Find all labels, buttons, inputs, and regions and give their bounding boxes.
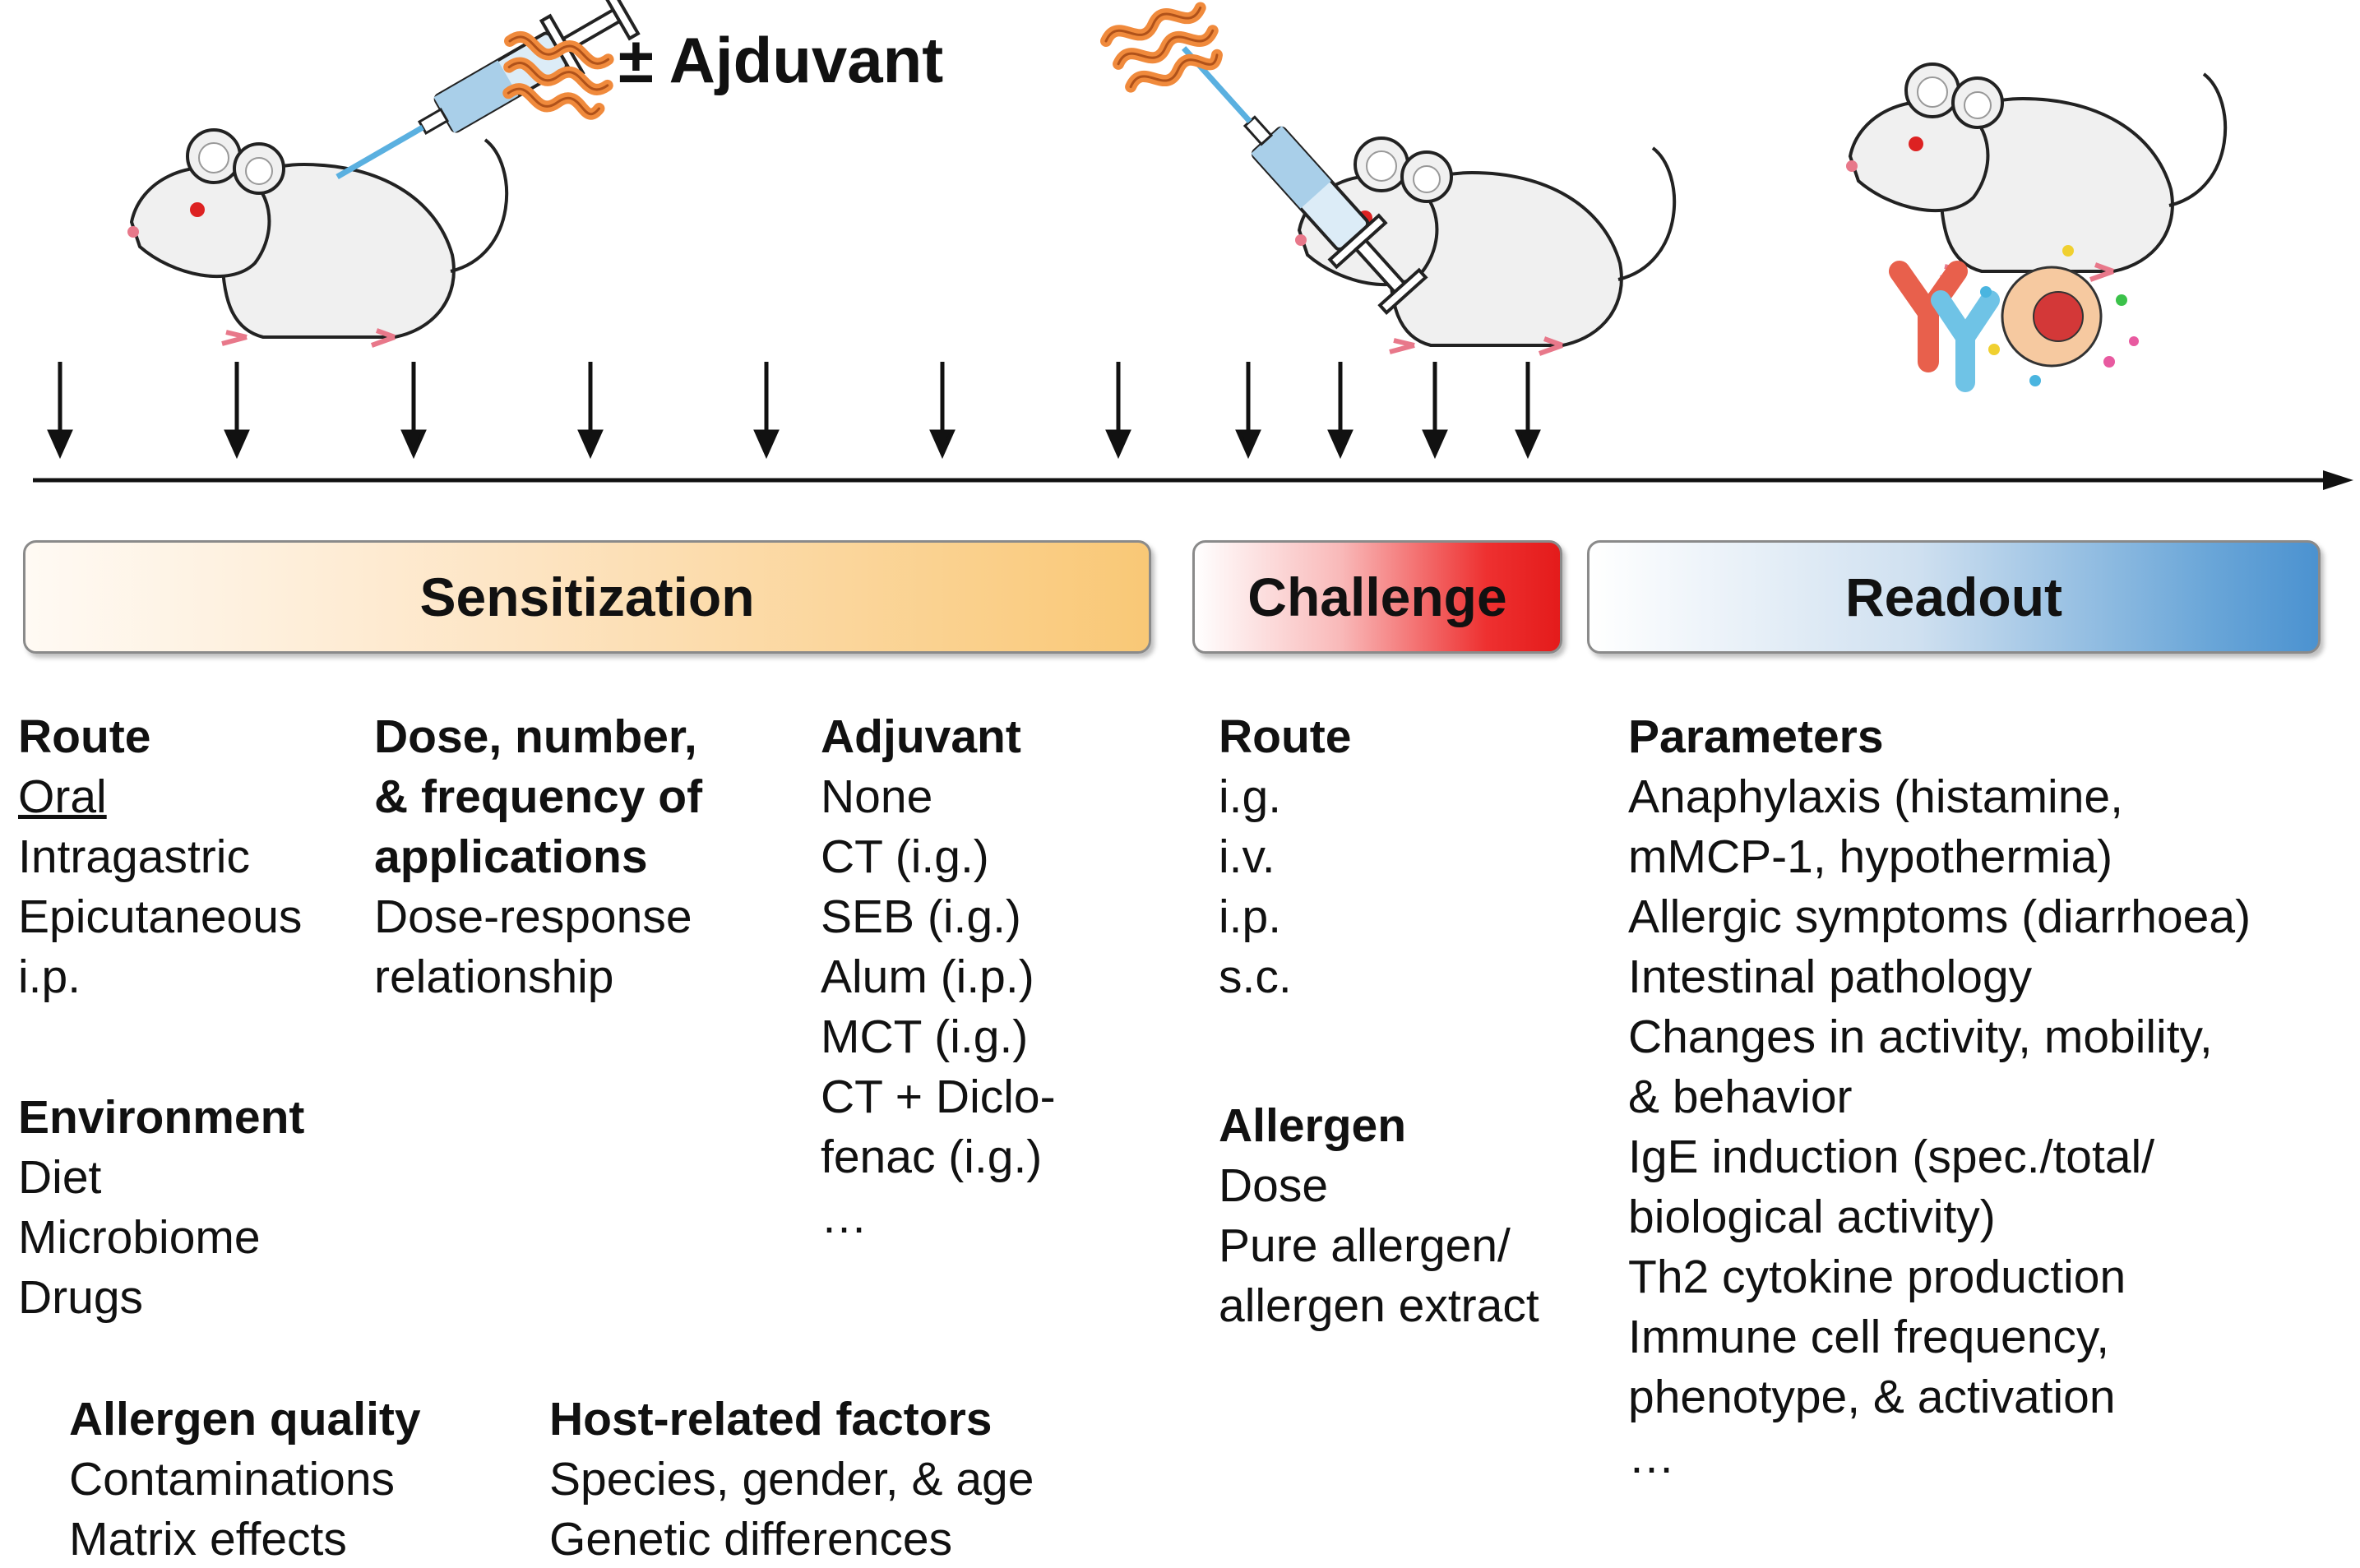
adjuvant-item: CT + Diclo-: [821, 1071, 1056, 1123]
environment-item: Microbiome: [18, 1211, 261, 1264]
challenge-route-item: i.g.: [1219, 770, 1282, 823]
dose-item: relationship: [374, 951, 614, 1003]
timeline-arrows: [47, 362, 1541, 460]
adjuvant-heading: Adjuvant: [821, 710, 1021, 763]
adjuvant-item: Alum (i.p.): [821, 951, 1034, 1003]
challenge-route-heading: Route: [1219, 710, 1352, 763]
host-factors-item: Species, gender, & age: [549, 1453, 1034, 1506]
challenge-route-section: Route i.g. i.v. i.p. s.c.: [1219, 707, 1351, 1007]
host-factors-heading: Host-related factors: [549, 1393, 993, 1445]
challenge-route-item: i.p.: [1219, 890, 1282, 943]
adjuvant-label: ± Ajduvant: [618, 24, 944, 96]
route-heading: Route: [18, 710, 151, 763]
parameters-item: Allergic symptoms (diarrhoea): [1628, 890, 2251, 943]
challenge-allergen-item: Pure allergen/: [1219, 1219, 1511, 1272]
adjuvant-item: …: [821, 1191, 868, 1243]
time-axis: [33, 470, 2353, 490]
adjuvant-item: SEB (i.g.): [821, 890, 1021, 943]
dose-item: Dose-response: [374, 890, 692, 943]
route-item: Epicutaneous: [18, 890, 303, 943]
parameters-item: & behavior: [1628, 1071, 1853, 1123]
mast-cell-icon: [1980, 245, 2139, 386]
parameters-item: Th2 cytokine production: [1628, 1251, 2126, 1303]
challenge-route-item: s.c.: [1219, 951, 1292, 1003]
environment-item: Diet: [18, 1151, 102, 1204]
adjuvant-item: CT (i.g.): [821, 830, 989, 883]
dose-section: Dose, number, & frequency of application…: [374, 707, 702, 1007]
environment-section: Environment Diet Microbiome Drugs: [18, 1088, 304, 1328]
challenge-allergen-item: allergen extract: [1219, 1279, 1539, 1332]
route-item: Oral: [18, 770, 107, 823]
challenge-allergen-heading: Allergen: [1219, 1099, 1407, 1152]
parameters-item: biological activity): [1628, 1191, 1996, 1243]
challenge-allergen-section: Allergen Dose Pure allergen/ allergen ex…: [1219, 1096, 1539, 1336]
environment-item: Drugs: [18, 1271, 144, 1324]
dose-heading-line: & frequency of: [374, 770, 703, 823]
illustration-layer: [33, 0, 2353, 490]
challenge-allergen-item: Dose: [1219, 1159, 1329, 1212]
parameters-section: Parameters Anaphylaxis (histamine, mMCP-…: [1628, 707, 2251, 1487]
parameters-item: Changes in activity, mobility,: [1628, 1011, 2213, 1063]
adjuvant-item: None: [821, 770, 933, 823]
route-section: Route Oral Intragastric Epicutaneous i.p…: [18, 707, 302, 1007]
dose-heading-line: applications: [374, 830, 648, 883]
readout-mouse-icon: [1846, 64, 2225, 280]
parameters-item: Immune cell frequency,: [1628, 1311, 2110, 1363]
parameters-item: …: [1628, 1431, 1675, 1483]
allergen-quality-item: Matrix effects: [69, 1513, 347, 1566]
antibody-blue-icon: [1931, 290, 2000, 392]
allergen-quality-item: Contaminations: [69, 1453, 396, 1506]
host-factors-item: Genetic differences: [549, 1513, 953, 1566]
parameters-heading: Parameters: [1628, 710, 1884, 763]
parameters-item: Anaphylaxis (histamine,: [1628, 770, 2123, 823]
challenge-bar: Challenge: [1192, 540, 1562, 654]
sensitization-bar: Sensitization: [23, 540, 1151, 654]
adjuvant-item: MCT (i.g.): [821, 1011, 1029, 1063]
route-item: i.p.: [18, 951, 81, 1003]
parameters-item: phenotype, & activation: [1628, 1371, 2116, 1423]
parameters-item: IgE induction (spec./total/: [1628, 1131, 2155, 1183]
dose-heading-line: Dose, number,: [374, 710, 697, 763]
allergen-quality-section: Allergen quality Contaminations Matrix e…: [69, 1390, 421, 1568]
parameters-item: Intestinal pathology: [1628, 951, 2033, 1003]
sensitization-mouse-icon: [127, 130, 507, 345]
route-item: Intragastric: [18, 830, 250, 883]
adjuvant-section: Adjuvant None CT (i.g.) SEB (i.g.) Alum …: [821, 707, 1056, 1247]
environment-heading: Environment: [18, 1091, 305, 1144]
challenge-route-item: i.v.: [1219, 830, 1275, 883]
allergen-quality-heading: Allergen quality: [69, 1393, 421, 1445]
readout-bar: Readout: [1587, 540, 2321, 654]
challenge-allergen-icon: [1104, 7, 1220, 90]
adjuvant-item: fenac (i.g.): [821, 1131, 1043, 1183]
parameters-item: mMCP-1, hypothermia): [1628, 830, 2113, 883]
host-factors-section: Host-related factors Species, gender, & …: [549, 1390, 1034, 1568]
